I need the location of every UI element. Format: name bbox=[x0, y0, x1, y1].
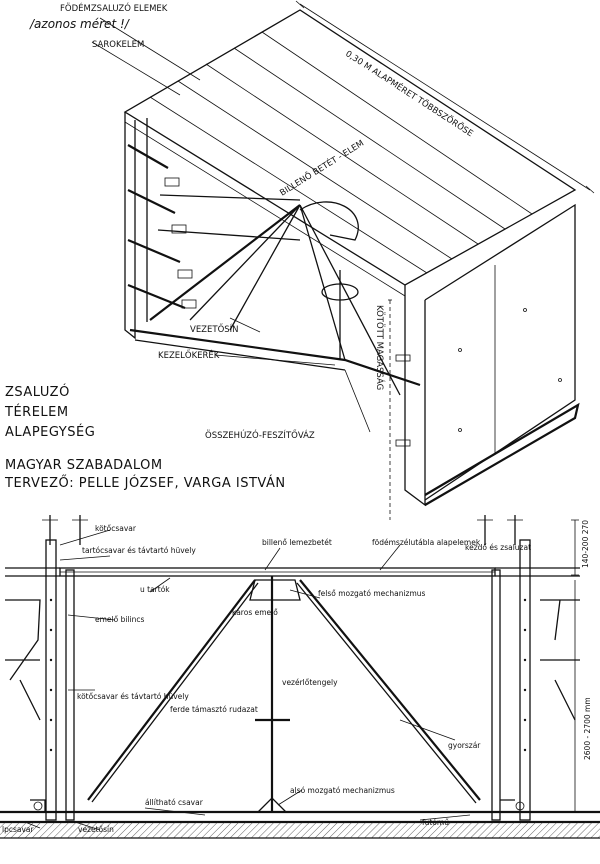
section-labels: kötőcsavar tartócsavar és távtartó hüvel… bbox=[2, 520, 592, 834]
label-tilting-insert: BILLENŐ BETÉT - ELEM bbox=[277, 137, 366, 199]
label-spindle: vezérlőtengely bbox=[282, 678, 338, 687]
designers-label: TERVEZŐ: PELLE JÓZSEF, VARGA ISTVÁN bbox=[4, 475, 286, 491]
label-dim-height: 2600 - 2700 mm bbox=[583, 697, 592, 760]
label-adjustable-slab: födémszélutábla alapelemek bbox=[372, 538, 481, 547]
perspective-view bbox=[91, 0, 595, 520]
perspective-labels: FÖDÉMZSALUZÓ ELEMEK /azonos méret !/ SAR… bbox=[29, 2, 476, 441]
title-line-1: ZSALUZÓ bbox=[5, 384, 70, 400]
label-base-bolt: lpcsavar bbox=[2, 825, 35, 834]
label-support-bolt: tartócsavar és távtartó hüvely bbox=[82, 546, 196, 555]
label-handle: gyorszár bbox=[448, 741, 481, 750]
label-diagonal-strut: ferde támasztó rudazat bbox=[170, 705, 258, 714]
label-adjusting-bolt: állítható csavar bbox=[145, 798, 204, 807]
label-running-wheel: futómű bbox=[422, 818, 449, 827]
label-starting-closing: kezdő és zsaluzat bbox=[465, 543, 531, 552]
label-guide-rail-bottom: vezetősín bbox=[78, 825, 114, 834]
title-line-2: TÉRELEM bbox=[4, 404, 69, 420]
label-tie-bolt-top: kötőcsavar bbox=[95, 524, 137, 533]
section-view bbox=[0, 515, 600, 839]
label-tilting-plate: billenő lemezbetét bbox=[262, 538, 332, 547]
title-block: ZSALUZÓ TÉRELEM ALAPEGYSÉG MAGYAR SZABAD… bbox=[4, 384, 286, 491]
label-guide-rail: VEZETŐSÍN bbox=[190, 323, 239, 335]
label-hand-wheel: KEZELŐKERÉK bbox=[158, 349, 220, 361]
label-lifting-bushing: emelő bilincs bbox=[95, 615, 144, 624]
label-upper-mechanism: felső mozgató mechanizmus bbox=[318, 589, 426, 598]
label-module-dimension: 0,30 M ALAPMÉRET TÖBBSZÖRÖSE bbox=[343, 47, 475, 139]
patent-label: MAGYAR SZABADALOM bbox=[5, 458, 163, 473]
label-tie-rod: ÖSSZEHÚZÓ-FESZÍTŐVÁZ bbox=[205, 429, 315, 441]
label-dim-top: 140-200 270 bbox=[581, 520, 590, 568]
label-same-size: /azonos méret !/ bbox=[29, 17, 131, 31]
label-tie-bolt-mid: kötőcsavar és távtartó hüvely bbox=[77, 692, 189, 701]
label-slab-elements: FÖDÉMZSALUZÓ ELEMEK bbox=[60, 2, 168, 14]
title-line-3: ALAPEGYSÉG bbox=[5, 424, 95, 440]
label-room-height: KÖTÖTT MAGASSÁG bbox=[374, 305, 386, 390]
label-lever-arm: karos emelő bbox=[232, 608, 278, 617]
label-lower-mechanism: alsó mozgató mechanizmus bbox=[290, 786, 395, 795]
label-corner-element: SAROKELEM bbox=[92, 40, 144, 50]
label-u-beam: u tartók bbox=[140, 585, 170, 594]
